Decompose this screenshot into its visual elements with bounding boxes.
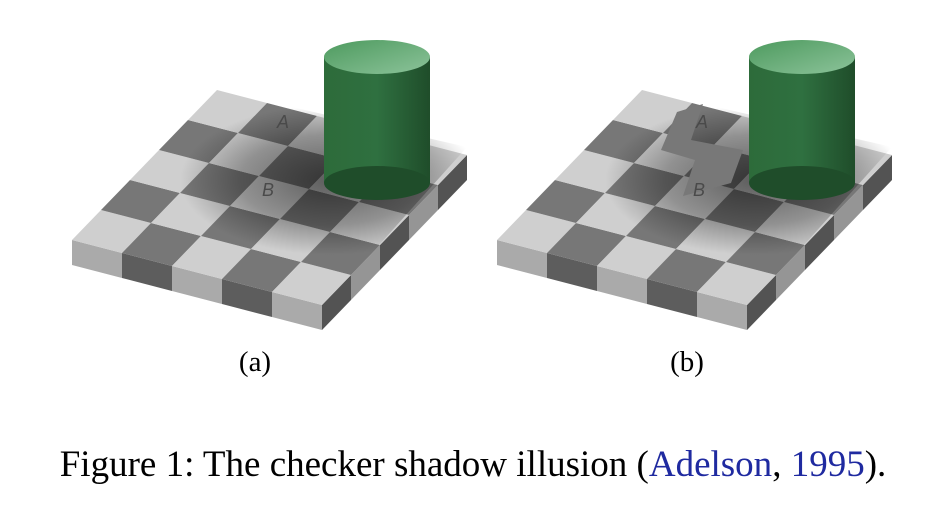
subfigure-label-b: (b) (670, 346, 704, 378)
square-label-b: B (693, 180, 705, 200)
board-edge-right (380, 215, 409, 270)
board-edge-right (834, 185, 863, 240)
board-square (597, 236, 676, 279)
board-edge-front (597, 266, 647, 304)
board-edge-front (697, 292, 747, 330)
square-label-a: A (276, 112, 289, 132)
board-edge-front (497, 240, 547, 278)
connecting-gray-bars (661, 104, 743, 196)
board-edge-front (647, 279, 697, 317)
board-edge-right (747, 275, 776, 330)
checker-illusion-panel-b: A B (497, 40, 892, 330)
board-edge-right (776, 245, 805, 300)
square-label-a: A (695, 112, 708, 132)
board-square (272, 262, 351, 305)
board-square (101, 180, 180, 223)
board-square (647, 249, 726, 292)
board-side-right (747, 155, 892, 330)
board-square (222, 249, 301, 292)
board-edge-front (122, 253, 172, 291)
board-edge-front (72, 240, 122, 278)
checker-illusion-panel-a: A B (72, 40, 467, 330)
board-square (122, 223, 201, 266)
board-edge-front (172, 266, 222, 304)
citation-year-link[interactable]: 1995 (790, 444, 865, 485)
board-side-front (72, 240, 322, 330)
square-label-b: B (262, 180, 274, 200)
citation-author-link[interactable]: Adelson (648, 444, 773, 485)
board-edge-right (409, 185, 438, 240)
board-square (172, 236, 251, 279)
board-edge-right (805, 215, 834, 270)
board-side-right (322, 155, 467, 330)
cylinder (324, 40, 430, 200)
subfigure-label-a: (a) (238, 346, 272, 378)
cylinder (749, 40, 855, 200)
board-side-front (497, 240, 747, 330)
board-square (526, 180, 605, 223)
board-edge-right (351, 245, 380, 300)
board-square (697, 262, 776, 305)
board-square (72, 210, 151, 253)
caption-suffix: ). (864, 444, 887, 485)
board-edge-front (272, 292, 322, 330)
figure-caption: Figure 1: The checker shadow illusion (A… (0, 446, 946, 483)
board-edge-front (222, 279, 272, 317)
board-edge-right (863, 155, 892, 210)
board-square (547, 223, 626, 266)
board-edge-front (547, 253, 597, 291)
board-edge-right (322, 275, 351, 330)
board-square (497, 210, 576, 253)
caption-text: Figure 1: The checker shadow illusion ( (59, 444, 649, 485)
caption-separator: , (772, 444, 791, 485)
board-edge-right (438, 155, 467, 210)
